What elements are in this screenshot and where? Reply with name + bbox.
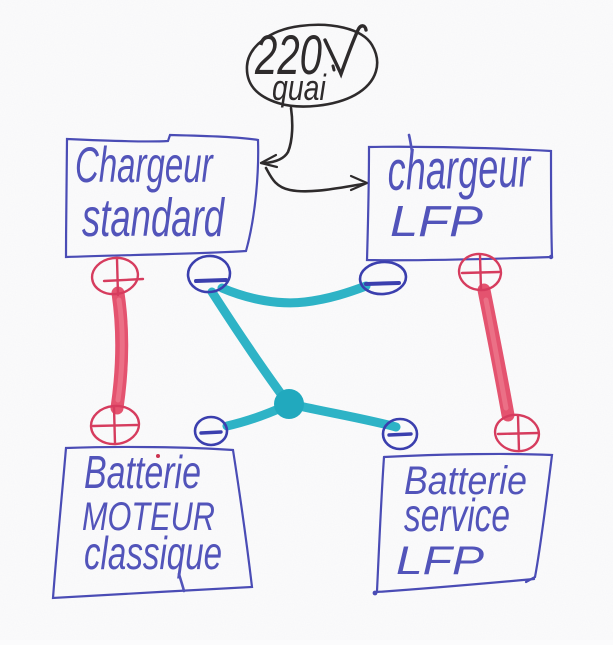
svg-text:classique: classique [84,529,222,579]
svg-text:MOTEUR: MOTEUR [82,494,215,539]
svg-text:Chargeur: Chargeur [75,137,214,192]
svg-text:Batterie: Batterie [84,446,201,498]
svg-text:chargeur: chargeur [387,135,533,202]
svg-text:220: 220 [254,25,322,87]
svg-text:LFP: LFP [396,539,485,583]
svg-text:standard: standard [82,187,225,248]
svg-text:Batterie: Batterie [404,459,527,503]
svg-text:LFP: LFP [390,197,483,246]
svg-text:service: service [404,490,510,541]
svg-text:quai: quai [272,68,326,108]
